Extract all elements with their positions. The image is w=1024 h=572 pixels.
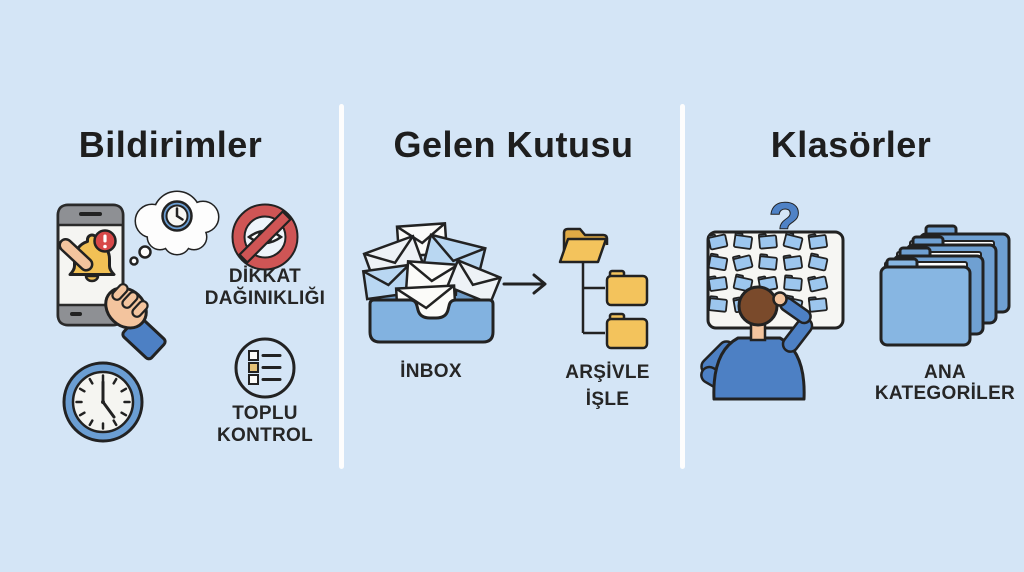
alert-badge-icon — [93, 229, 117, 253]
label-archive-line2: İŞLE — [585, 389, 630, 410]
folder-notes — [707, 231, 829, 314]
label-categories-line2: KATEGORİLER — [874, 383, 1016, 404]
person-icon — [700, 285, 814, 401]
label-distraction-line2: DAĞINIKLIĞI — [204, 288, 326, 309]
folder-stack-icon — [879, 224, 1011, 347]
section-title-notifications: Bildirimler — [78, 124, 263, 165]
folder-tree-icon — [558, 227, 649, 350]
label-control-line2: KONTROL — [216, 425, 314, 446]
column-divider-1 — [339, 104, 344, 469]
section-title-folders: Klasörler — [770, 124, 932, 165]
label-control-line1: TOPLU — [232, 403, 298, 424]
label-categories-line1: ANA — [923, 362, 967, 383]
thought-bubble-clock-icon — [129, 190, 220, 266]
label-inbox: İNBOX — [400, 361, 462, 382]
label-archive-line1: ARŞİVLE — [565, 362, 650, 383]
inbox-pile-icon — [361, 222, 503, 344]
inbox-tray — [368, 298, 495, 344]
no-distraction-icon — [231, 203, 299, 271]
confused-person-board-icon: ? — [700, 192, 845, 401]
checklist-icon — [234, 337, 296, 399]
folder-icon — [879, 257, 972, 347]
wall-clock-icon — [62, 361, 144, 443]
tapping-hand-icon — [58, 237, 167, 361]
folder-icon — [605, 312, 649, 350]
envelope-pile-icon — [361, 222, 503, 324]
column-divider-2 — [680, 104, 685, 469]
phone-notification-icon — [56, 190, 220, 361]
folder-icon — [605, 269, 649, 307]
head-icon — [737, 285, 779, 327]
label-distraction-line1: DİKKAT — [228, 266, 302, 287]
arrow-right-icon — [502, 273, 547, 295]
section-title-inbox: Gelen Kutusu — [393, 124, 634, 165]
